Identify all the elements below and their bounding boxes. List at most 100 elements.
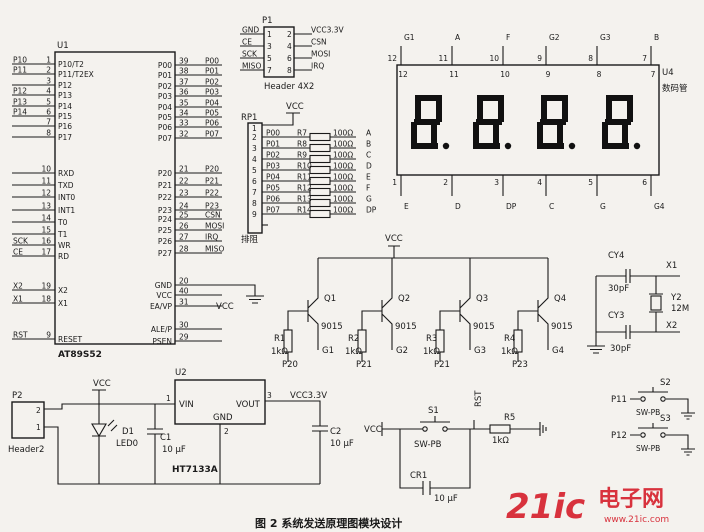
svg-text:12: 12 — [387, 54, 397, 63]
u4-net-g3: G3 — [600, 33, 611, 42]
svg-text:5: 5 — [267, 54, 272, 63]
u1-mcu: U1 AT89S52 P10/T21P10P11/T2EX2P11P123P13… — [12, 41, 224, 360]
svg-text:18: 18 — [41, 295, 51, 304]
reset-vcc: VCC — [364, 425, 382, 435]
u2-ref: U2 — [175, 368, 187, 378]
u1-pin-p03: P03 — [158, 92, 172, 101]
u1-net-p05: P05 — [205, 109, 219, 118]
svg-text:3: 3 — [494, 178, 499, 187]
rp1-vcc: VCC — [286, 102, 304, 112]
rp1-r7: R7 — [297, 129, 307, 138]
rp1-r10: R10 — [297, 162, 312, 171]
u4-net-g: G — [600, 202, 606, 211]
u1-pin-p15: P15 — [58, 112, 72, 121]
svg-text:9: 9 — [252, 210, 257, 219]
u1-net-p10: P10 — [13, 56, 27, 65]
svg-text:100Ω: 100Ω — [333, 206, 353, 215]
p1-net-vcc33v: VCC3.3V — [311, 26, 345, 35]
driver-r2-value: 1kΩ — [345, 347, 362, 357]
c2-value: 10 μF — [330, 439, 354, 449]
u1-net-p00: P00 — [205, 57, 219, 66]
rp1-resistor-r11 — [309, 176, 331, 186]
svg-text:12: 12 — [398, 70, 408, 79]
u1-net-mosi: MOSI — [205, 222, 224, 231]
d1-led-icon — [91, 423, 107, 438]
driver-q4-part: 9015 — [551, 322, 573, 332]
u1-net-x1: X1 — [13, 295, 23, 304]
u1-net-p11: P11 — [13, 66, 27, 75]
driver-base-p23: P23 — [512, 360, 528, 370]
d1-label: D1 — [122, 427, 134, 437]
rp1-resistor-r10 — [309, 165, 331, 175]
svg-text:10: 10 — [41, 165, 51, 174]
u1-net-p03: P03 — [205, 88, 219, 97]
svg-text:16: 16 — [41, 237, 51, 246]
u1-pin-p21: P21 — [158, 181, 172, 190]
u4-net-g2: G2 — [549, 33, 560, 42]
vcc33-label: VCC3.3V — [290, 391, 327, 401]
rp1-r12: R12 — [297, 184, 312, 193]
svg-text:15: 15 — [41, 226, 51, 235]
svg-text:3: 3 — [267, 391, 272, 400]
u1-pin-p22: P22 — [158, 193, 172, 202]
svg-text:38: 38 — [179, 67, 189, 76]
watermark-cn: 电子网 — [598, 487, 664, 512]
p2-ref: P2 — [12, 391, 23, 401]
svg-text:2: 2 — [443, 178, 448, 187]
svg-text:1: 1 — [36, 423, 41, 432]
u4-net-a: A — [455, 33, 461, 42]
svg-text:21: 21 — [179, 165, 189, 174]
driver-out-g3: G3 — [474, 346, 486, 356]
u1-net-sck: SCK — [13, 237, 29, 246]
svg-text:P04: P04 — [266, 173, 280, 182]
key-s2-part: SW-PB — [636, 408, 660, 417]
u1-pin-p16: P16 — [58, 122, 72, 131]
watermark-logo: 21ic 电子网 www.21ic.com — [506, 487, 669, 527]
power-supply: P2 2 1 Header2 VCC D1 LED0 C1 10 μF U2 V… — [8, 368, 354, 485]
u4-body — [396, 64, 660, 176]
u4-digit-4 — [602, 95, 641, 150]
u4-net-b: B — [654, 33, 659, 42]
svg-text:100Ω: 100Ω — [333, 162, 353, 171]
svg-text:6: 6 — [287, 54, 292, 63]
rp1-resistor-r13 — [309, 198, 331, 208]
driver-r4-value: 1kΩ — [501, 347, 518, 357]
svg-text:2: 2 — [252, 133, 257, 142]
svg-text:8: 8 — [252, 199, 257, 208]
cy3-value: 30pF — [610, 344, 631, 354]
p1-net-gnd: GND — [242, 26, 259, 35]
key-net-p12: P12 — [611, 431, 627, 441]
u1-net-p01: P01 — [205, 67, 219, 76]
svg-text:7: 7 — [642, 54, 647, 63]
svg-text:1: 1 — [267, 30, 272, 39]
p1-net-sck: SCK — [242, 50, 258, 59]
u4-net-d: D — [455, 202, 461, 211]
svg-text:9: 9 — [546, 70, 551, 79]
svg-text:5: 5 — [252, 166, 257, 175]
svg-text:6: 6 — [642, 178, 647, 187]
u2-gnd: GND — [213, 413, 233, 423]
svg-text:P01: P01 — [266, 140, 280, 149]
u1-net-p06: P06 — [205, 119, 219, 128]
svg-text:6: 6 — [252, 177, 257, 186]
u4-net-c: C — [549, 202, 554, 211]
u1-net-p20: P20 — [205, 165, 219, 174]
u2-vout: VOUT — [236, 400, 261, 410]
rp1-resistor-r9 — [309, 154, 331, 164]
c1-value: 10 μF — [162, 445, 186, 455]
p1-net-ce: CE — [242, 38, 252, 47]
key-s2-label: S2 — [660, 378, 671, 388]
u1-net-p12: P12 — [13, 87, 27, 96]
u1-pin-p25: P25 — [158, 226, 172, 235]
u1-pin-int0: INT0 — [58, 193, 75, 202]
svg-text:32: 32 — [179, 130, 189, 139]
r5-label: R5 — [504, 413, 515, 423]
driver-base-p20: P20 — [282, 360, 298, 370]
